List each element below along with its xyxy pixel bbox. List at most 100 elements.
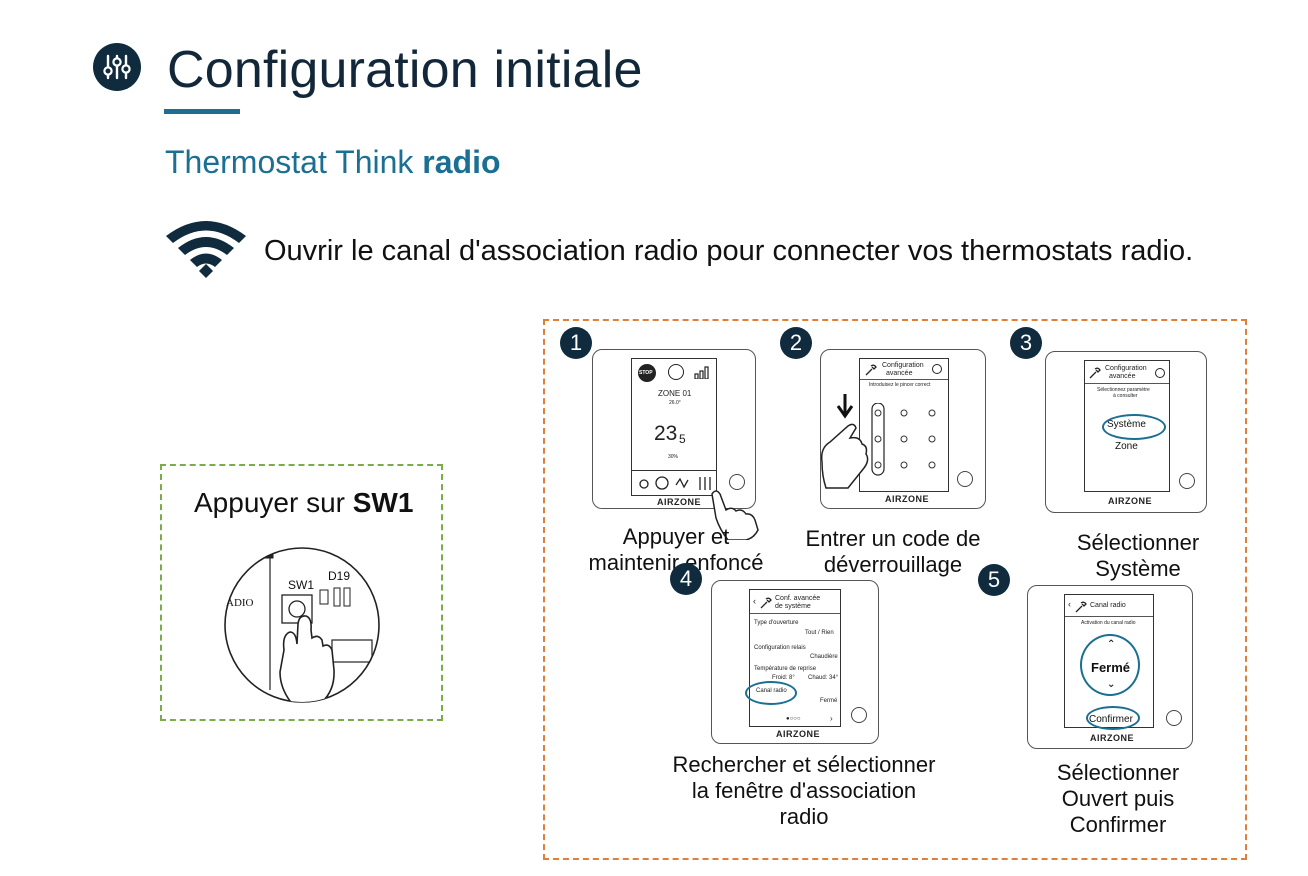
signal-icon [694,365,710,380]
back-chevron-icon: ‹ [1068,599,1071,609]
canal-radio-highlight [745,681,797,705]
step-1-badge: 1 [560,327,592,359]
zone-label: ZONE 01 [658,389,692,398]
subtitle-emphasis: radio [422,144,501,180]
wrench-icon [760,596,772,609]
stop-icon [638,364,656,382]
row4-value: Fermé [820,698,838,704]
sw1-instruction: Appuyer sur SW1 [194,487,413,519]
radio-board-label: ADIO [226,597,254,609]
sw1-prefix: Appuyer sur [194,487,353,518]
back-chevron-icon: ‹ [753,596,756,606]
step-5-caption: Sélectionner Ouvert puis Confirmer [1016,760,1220,838]
sw1-emphasis: SW1 [352,487,414,518]
close-icon [1155,368,1165,378]
step-5-brand: AIRZONE [1090,733,1134,743]
next-chevron-icon: › [830,714,833,723]
step-4-caption-line3: radio [779,804,829,829]
step-3-caption: Sélectionner Système [1028,530,1248,582]
wifi-icon [163,216,249,278]
row3-label: Température de reprise [754,666,817,672]
row2-label: Configuration relais [754,645,806,651]
wrench-icon [1089,366,1101,379]
subtitle-prefix: Thermostat Think [165,144,423,180]
d19-board-label: D19 [328,569,351,583]
step-2-badge: 2 [780,327,812,359]
step-5-caption-line3: Confirmer [1069,812,1167,837]
title-underline [164,109,240,114]
step-5-power-knob [1166,710,1182,726]
step-5-caption-line1: Sélectionner [1056,760,1180,785]
setpoint-label: 26.0° [669,400,681,406]
step-3-hint-line2: à consulter [1113,393,1138,399]
step-4-caption: Rechercher et sélectionner la fenêtre d'… [644,752,964,830]
step-3-brand: AIRZONE [1108,496,1152,506]
step-4-badge: 4 [670,563,702,595]
pin-grid [870,402,946,477]
settings-sliders-icon [93,43,141,91]
step-1-thermostat: STOP ZONE 01 26.0° 23 5 30% AIRZONE [592,349,756,509]
step-4-brand: AIRZONE [776,729,820,739]
option-zone: Zone [1115,441,1138,452]
selector-highlight [1080,634,1140,696]
step-3-power-knob [1179,473,1195,489]
step-4-thermostat: ‹ Conf. avancée de système Type d'ouvert… [711,580,879,744]
step-1-brand: AIRZONE [657,497,701,507]
step-2-caption-line1: Entrer un code de [805,526,981,551]
step-3-caption-line1: Sélectionner [1076,530,1200,555]
eco-icon [668,364,684,380]
humidity-label: 30% [668,454,679,460]
hand-swipe-icon [818,392,872,492]
step-4-caption-line1: Rechercher et sélectionner [672,752,936,777]
step-5-hint: Activation du canal radio [1081,620,1136,626]
wrench-icon [865,363,877,376]
page-dots: ●○○○ [786,716,801,722]
confirm-highlight [1086,706,1140,730]
step-1-caption-line1: Appuyer et [622,524,730,549]
sw1-board-label: SW1 [288,578,315,592]
step-3-title-line2: avancée [1109,373,1136,380]
systeme-highlight [1102,414,1166,440]
page-title: Configuration initiale [167,41,643,99]
step-1-power-knob [729,474,745,490]
step-2-title-line1: Configuration [882,362,924,369]
step-4-title-line2: de système [775,603,811,610]
step-3-hint-line1: Sélectionnez paramètre [1097,387,1150,393]
step-4-caption-line2: la fenêtre d'association [691,778,917,803]
step-5-badge: 5 [978,564,1010,596]
steps-panel [543,319,1247,860]
step-5-title: Canal radio [1090,602,1126,609]
hand-press-icon [706,484,762,541]
subtitle: Thermostat Think radio [165,144,501,181]
step-2-caption-line2: déverrouillage [823,552,963,577]
step-3-badge: 3 [1010,327,1042,359]
row3-value-b: Chaud: 34° [808,675,839,681]
wrench-icon [1075,600,1087,613]
intro-text: Ouvrir le canal d'association radio pour… [264,235,1194,267]
step-5-thermostat: ‹ Canal radio Activation du canal radio … [1027,585,1193,749]
temperature-main: 23 [654,422,678,445]
step-2-screen: Configuration avancée Introduisez le pin… [859,358,949,492]
step-5-caption-line2: Ouvert puis [1061,786,1175,811]
row1-label: Type d'ouverture [754,620,799,626]
step-2-caption: Entrer un code de déverrouillage [786,526,1000,578]
step-4-title-line1: Conf. avancée [775,595,821,602]
menu-icons [638,475,714,491]
temperature-decimal: 5 [679,432,686,446]
sw1-panel [160,464,443,721]
step-2-hint: Introduisez le pincer correct [869,382,931,388]
step-2-power-knob [957,471,973,487]
step-2-brand: AIRZONE [885,494,929,504]
board-illustration: SW1 D19 ADIO [222,540,382,710]
stop-label: STOP [639,370,653,376]
step-3-title-line1: Configuration [1105,365,1147,372]
row3-value-a: Froid: 8° [772,675,795,681]
row2-value: Chaudière [810,654,838,660]
step-4-power-knob [851,707,867,723]
close-icon [932,364,942,374]
step-4-screen: ‹ Conf. avancée de système Type d'ouvert… [749,589,841,727]
step-3-caption-line2: Système [1095,556,1181,581]
step-2-title-line2: avancée [886,370,913,377]
row1-value: Tout / Rien [805,630,834,636]
step-1-screen: STOP ZONE 01 26.0° 23 5 30% [631,358,717,496]
